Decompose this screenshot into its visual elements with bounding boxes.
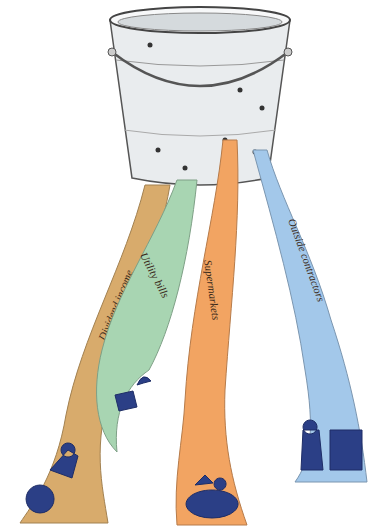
bucket-inside bbox=[118, 13, 282, 31]
stream-band bbox=[176, 140, 247, 525]
handle-lug bbox=[284, 48, 292, 56]
bucket-rim bbox=[110, 7, 290, 33]
money-stream: Outside contractors bbox=[235, 150, 375, 490]
bucket-hole bbox=[260, 106, 265, 111]
bucket-hole bbox=[156, 148, 161, 153]
stream-outline bbox=[165, 140, 260, 525]
bucket-hole bbox=[148, 43, 153, 48]
stream-figure bbox=[186, 475, 238, 518]
bucket-hole bbox=[238, 88, 243, 93]
stream-band bbox=[253, 150, 367, 482]
stream-figure bbox=[301, 420, 362, 470]
bucket-rib bbox=[116, 60, 284, 66]
stream-figure bbox=[115, 377, 151, 411]
bucket-handle bbox=[112, 52, 288, 86]
money-stream: Utility bills bbox=[85, 180, 200, 460]
bucket-hole bbox=[183, 166, 188, 171]
stream-outline bbox=[85, 180, 200, 460]
bucket-rib bbox=[124, 130, 276, 136]
money-stream: Supermarkets bbox=[165, 140, 260, 525]
stream-outline bbox=[235, 150, 375, 490]
stream-figure bbox=[26, 443, 78, 513]
handle-lug bbox=[108, 48, 116, 56]
stream-band bbox=[97, 180, 197, 452]
